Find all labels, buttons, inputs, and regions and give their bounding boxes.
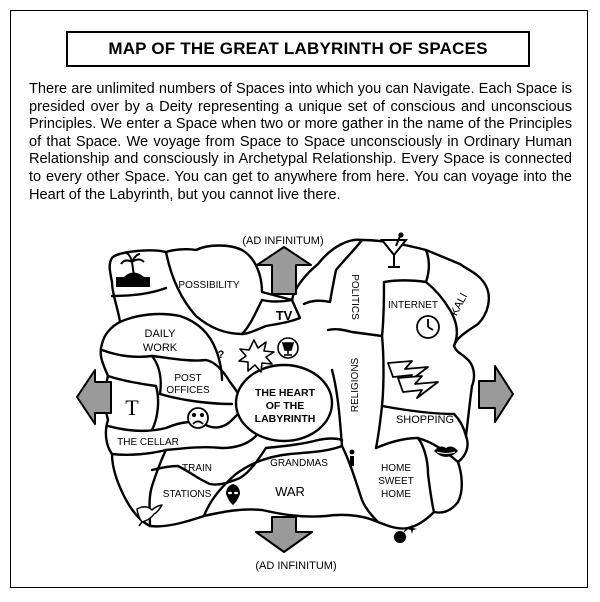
- lips-icon: [434, 446, 458, 457]
- heart-of-labyrinth: [234, 363, 334, 443]
- boundary-lower-left: [110, 434, 258, 456]
- label-question-mark: ?: [218, 349, 225, 361]
- boundary-sad-face: [158, 392, 234, 406]
- bomb-icon: [394, 524, 417, 543]
- boundary-train-stations: [150, 446, 268, 486]
- person-icon: [349, 449, 355, 466]
- label-religions: RELIGIONS: [350, 357, 361, 412]
- boundary-kali: [424, 280, 459, 348]
- boundary-lips-cell: [416, 436, 436, 514]
- boundary-politics: [302, 238, 364, 306]
- label-post: POST: [174, 373, 201, 384]
- boundary-daily-work: [118, 312, 224, 382]
- boundary-t-cell: [106, 374, 160, 432]
- label-daily: DAILY: [145, 328, 177, 340]
- labyrinth-outline: [99, 238, 490, 530]
- label-offices: OFFICES: [166, 385, 210, 396]
- boundary-war: [202, 444, 344, 518]
- alien-icon: [226, 484, 240, 505]
- label-tv: TV: [276, 308, 293, 323]
- boundary-heart-right: [330, 368, 380, 524]
- label-the-cellar: THE CELLAR: [117, 437, 179, 448]
- label-heart-line-3: LABYRINTH: [255, 413, 316, 425]
- boundary-religions: [326, 327, 385, 450]
- sad-face-icon: [187, 407, 209, 429]
- label-heart-line-1: THE HEART: [255, 387, 316, 399]
- arrow-down-icon: [255, 516, 313, 553]
- boundary-tv: [240, 298, 302, 336]
- label-work: WORK: [143, 342, 178, 354]
- arrow-right-icon: [478, 365, 514, 423]
- label-train: TRAIN: [182, 463, 212, 474]
- island-icon: [116, 252, 150, 287]
- label-home-2: SWEET: [378, 476, 414, 487]
- martini-icon: [379, 232, 409, 268]
- lightning-icon: [387, 360, 439, 399]
- label-politics: POLITICS: [349, 274, 360, 320]
- label-kali: KALI: [448, 291, 470, 318]
- label-grandmas: GRANDMAS: [270, 458, 328, 469]
- label-top-ad-infinitum: (AD INFINITUM): [242, 235, 323, 247]
- arrow-left-icon: [76, 369, 112, 425]
- label-internet: INTERNET: [388, 300, 438, 311]
- label-stations: STATIONS: [163, 489, 212, 500]
- label-heart-line-2: OF THE: [266, 400, 305, 412]
- boundary-internet: [380, 248, 431, 338]
- page-frame: [10, 10, 588, 588]
- map-title: MAP OF THE GREAT LABYRINTH OF SPACES: [66, 31, 530, 67]
- boundary-shopping: [380, 404, 468, 438]
- label-home-1: HOME: [381, 463, 411, 474]
- label-home-3: HOME: [381, 489, 411, 500]
- boundary-island: [110, 286, 168, 298]
- boundary-possibility: [164, 250, 264, 336]
- starburst-icon: [238, 339, 275, 373]
- boundary-grandmas: [264, 437, 344, 450]
- label-possibility: POSSIBILITY: [178, 280, 239, 291]
- label-shopping: SHOPPING: [396, 414, 454, 426]
- clock-icon: [416, 315, 440, 339]
- label-bottom-ad-infinitum: (AD INFINITUM): [255, 560, 336, 572]
- arrow-up-icon: [256, 246, 312, 295]
- intro-paragraph: There are unlimited numbers of Spaces in…: [29, 81, 572, 203]
- dove-icon: [136, 504, 163, 527]
- label-war: WAR: [275, 484, 305, 499]
- label-t: T: [125, 395, 139, 420]
- trophy-icon: [277, 337, 299, 359]
